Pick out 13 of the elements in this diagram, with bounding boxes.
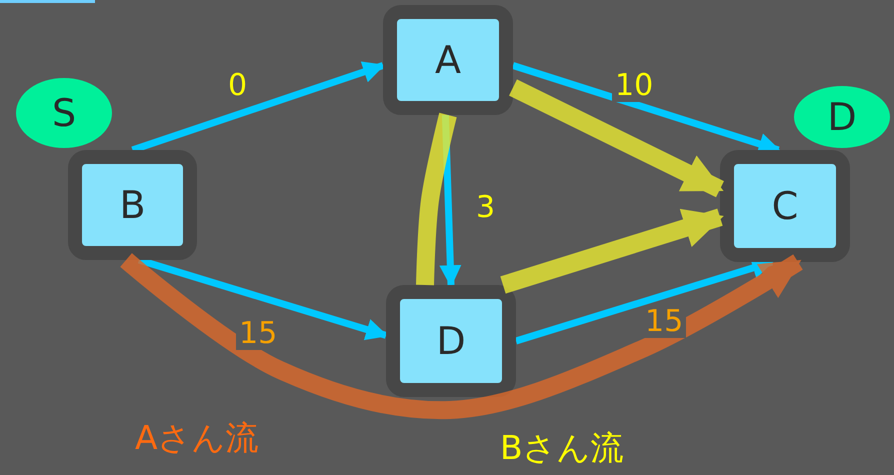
edge-label: 15 xyxy=(642,306,686,338)
node-label: D xyxy=(827,95,857,139)
node-box xyxy=(68,150,197,260)
flow-caption: Aさん流 xyxy=(135,418,259,458)
node-label: S xyxy=(52,91,76,135)
node-label: D xyxy=(436,319,466,363)
flow-caption: Bさん流 xyxy=(500,428,624,468)
node-box xyxy=(386,285,516,397)
node-label: B xyxy=(119,183,146,227)
node-box xyxy=(383,5,513,115)
node-label: C xyxy=(772,184,798,228)
node-box xyxy=(720,150,850,262)
node-label: A xyxy=(435,38,461,82)
